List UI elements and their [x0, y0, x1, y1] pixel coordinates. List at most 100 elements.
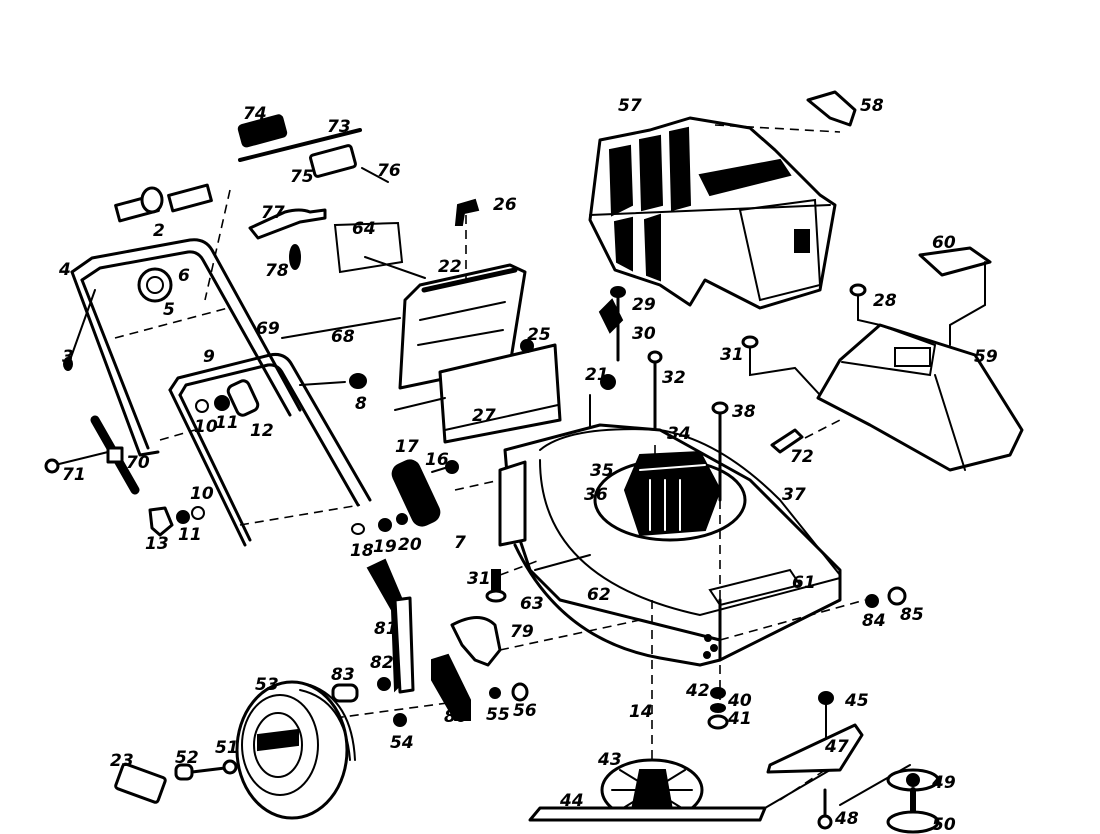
part-label: 60	[932, 233, 956, 253]
part-label: 52	[175, 748, 199, 768]
part-label: 79	[510, 622, 534, 642]
part-label: 4	[58, 260, 71, 280]
part-label: 49	[931, 773, 956, 793]
part-label: 18	[350, 541, 374, 561]
handle-bolt-70	[44, 415, 140, 495]
part-label: 29	[632, 295, 656, 315]
part-label: 22	[438, 257, 462, 277]
part-label: 20	[398, 535, 422, 555]
mower-deck	[498, 423, 842, 667]
part-label: 78	[265, 261, 289, 281]
part-label: 12	[250, 421, 274, 441]
part-label: 21	[585, 365, 609, 385]
part-label: 81	[374, 619, 398, 639]
part-label: 42	[685, 681, 710, 701]
part-label: 48	[834, 809, 859, 829]
part-label: 14	[629, 702, 653, 722]
part-label: 51	[215, 738, 239, 758]
part-label: 37	[782, 485, 806, 505]
part-label: 70	[126, 453, 150, 473]
part-label: 32	[662, 368, 686, 388]
part-label: 19	[373, 537, 397, 557]
part-label: 84	[862, 611, 886, 631]
part-label: 30	[632, 324, 656, 344]
part-label: 3	[62, 347, 74, 367]
part-label: 44	[559, 791, 584, 811]
part-label: 17	[395, 437, 419, 457]
part-label: 31	[720, 345, 744, 365]
part-label: 11	[215, 413, 239, 433]
switch-parts	[237, 114, 426, 279]
part-label: 10	[190, 484, 214, 504]
part-label: 9	[203, 347, 215, 367]
part-label: 47	[824, 737, 849, 757]
part-label: 63	[520, 594, 544, 614]
part-label: 34	[667, 424, 691, 444]
part-label: 85	[900, 605, 924, 625]
knob-12	[195, 373, 367, 417]
part-label: 7	[454, 533, 466, 553]
part-label: 58	[860, 96, 884, 116]
part-label: 69	[256, 319, 280, 339]
part-label: 56	[513, 701, 537, 721]
part-labels: 74 73 75 76 77 78 64 2 4 6 5 3 69 68 9 8…	[58, 96, 998, 834]
hinge-bracket-17	[351, 459, 501, 535]
part-label: 11	[178, 525, 202, 545]
part-label: 41	[727, 709, 752, 729]
part-label: 45	[844, 691, 869, 711]
upper-handle	[70, 238, 302, 457]
part-label: 35	[590, 461, 614, 481]
chute-flap-22	[281, 198, 562, 444]
part-label: 53	[255, 675, 279, 695]
part-label: 68	[331, 327, 355, 347]
grass-catcher-57	[588, 90, 857, 310]
part-label: 40	[727, 691, 752, 711]
part-label: 43	[597, 750, 622, 770]
part-label: 74	[243, 104, 267, 124]
part-label: 26	[493, 195, 517, 215]
part-label: 77	[261, 203, 285, 223]
part-label: 25	[527, 325, 551, 345]
part-label: 61	[792, 573, 816, 593]
deck-fasteners	[485, 559, 907, 760]
part-label: 54	[390, 733, 414, 753]
fasteners-center	[589, 286, 663, 457]
part-label: 10	[194, 417, 218, 437]
part-label: 50	[932, 815, 956, 834]
part-label: 36	[584, 485, 608, 505]
part-label: 72	[790, 447, 814, 467]
part-label: 80	[444, 707, 468, 727]
part-label: 5	[163, 300, 175, 320]
part-label: 28	[873, 291, 897, 311]
part-label: 31	[467, 569, 491, 589]
part-label: 16	[425, 450, 449, 470]
part-label: 59	[974, 347, 998, 367]
knob-13	[148, 506, 205, 537]
part-label: 82	[370, 653, 394, 673]
part-label: 6	[178, 266, 190, 286]
part-label: 55	[486, 705, 510, 725]
part-label: 13	[145, 534, 169, 554]
rear-cover-59	[741, 246, 1024, 472]
motor-34	[593, 401, 747, 700]
blade-assembly	[528, 687, 940, 834]
lower-handle	[159, 353, 372, 547]
part-label: 57	[618, 96, 642, 116]
cable-control	[63, 183, 231, 371]
part-label: 73	[327, 117, 351, 137]
part-label: 23	[110, 751, 134, 771]
part-label: 75	[290, 167, 314, 187]
wheel-bracket-81	[319, 558, 641, 721]
wheel-53	[114, 680, 407, 820]
part-label: 62	[587, 585, 611, 605]
part-label: 2	[153, 221, 165, 241]
part-label: 71	[62, 465, 86, 485]
part-label: 27	[472, 406, 496, 426]
part-label: 8	[355, 394, 367, 414]
part-label: 64	[352, 219, 376, 239]
part-label: 38	[732, 402, 756, 422]
part-label: 76	[377, 161, 401, 181]
part-label: 83	[331, 665, 355, 685]
